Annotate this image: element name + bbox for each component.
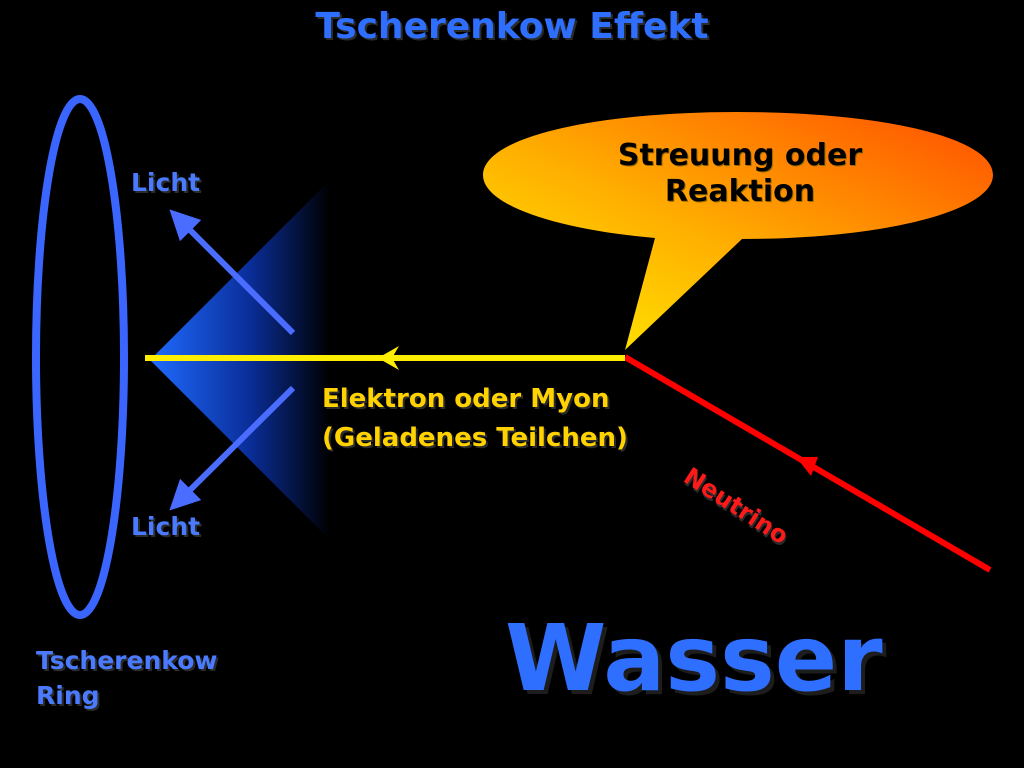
ring-label-line-2: Ring [36, 681, 100, 710]
light-arrow-lower [169, 385, 296, 511]
particle-arrowhead [378, 346, 399, 370]
ring-label: Tscherenkow Ring [36, 643, 218, 713]
ring-label-line-1: Tscherenkow [36, 646, 218, 675]
particle-label-line-1: Elektron oder Myon [322, 384, 610, 414]
neutrino-arrowhead [796, 457, 818, 476]
reaction-callout [483, 112, 993, 350]
light-label-lower: Licht [131, 512, 201, 541]
light-arrow-upper [169, 209, 296, 336]
callout-label-line-2: Reaktion [664, 174, 816, 209]
callout-label: Streuung oder Reaktion [590, 138, 890, 210]
particle-label-line-2: (Geladenes Teilchen) [322, 423, 628, 453]
cherenkov-ring [32, 95, 128, 619]
page-title: Tscherenkow Effekt [315, 6, 709, 47]
medium-label: Wasser [505, 605, 883, 712]
callout-label-line-1: Streuung oder [617, 138, 863, 173]
light-label-upper: Licht [131, 168, 201, 197]
particle-label: Elektron oder Myon (Geladenes Teilchen) [322, 380, 628, 458]
